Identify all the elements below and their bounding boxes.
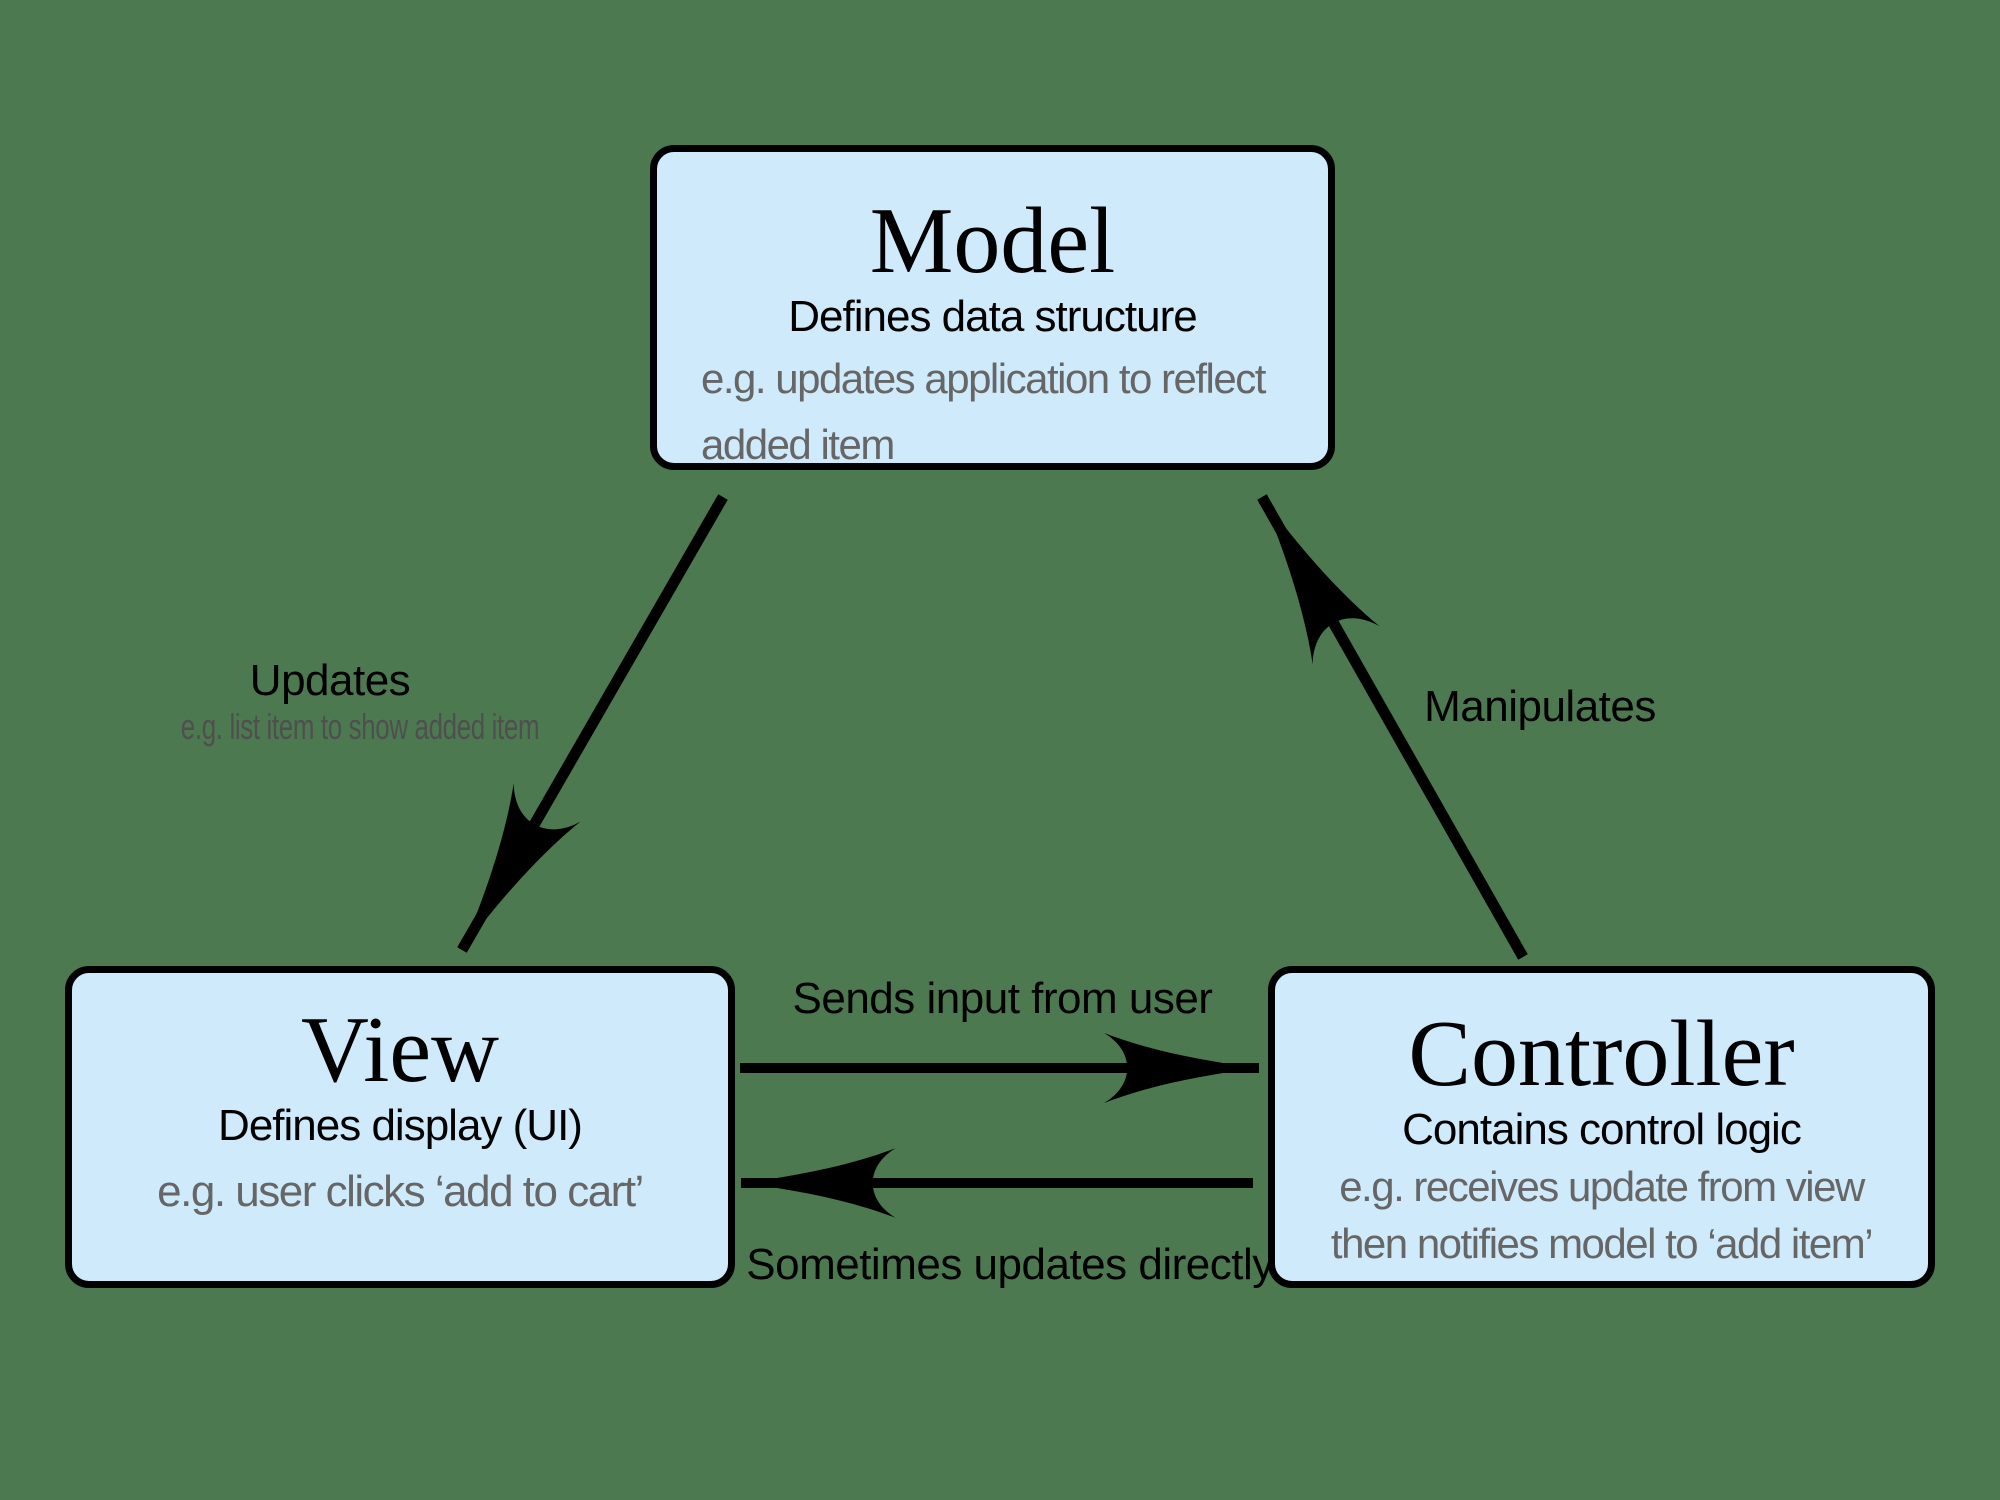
controller-example-line: e.g. receives update from view	[1339, 1163, 1865, 1211]
view-node: View Defines display (UI) e.g. user clic…	[65, 966, 735, 1288]
model-subtitle: Defines data structure	[788, 291, 1197, 341]
view-example-line: e.g. user clicks ‘add to cart’	[157, 1167, 644, 1217]
controller-example-line: then notifies model to ‘add item’	[1330, 1220, 1874, 1268]
view-example: e.g. user clicks ‘add to cart’	[72, 1159, 728, 1225]
manipulates-arrow	[1257, 494, 1528, 960]
updates-arrow-sublabel: e.g. list item to show added item	[180, 706, 540, 747]
updates-directly-arrow-label: Sometimes updates directly	[746, 1240, 1274, 1289]
view-subtitle: Defines display (UI)	[218, 1100, 583, 1150]
model-example-line: added item	[701, 420, 895, 468]
controller-subtitle: Contains control logic	[1402, 1104, 1802, 1154]
sends-input-arrow-label: Sends input from user	[792, 974, 1213, 1023]
view-title: View	[301, 998, 499, 1102]
manipulates-arrow-label: Manipulates	[1424, 682, 1656, 731]
model-node: Model Defines data structure e.g. update…	[650, 145, 1335, 470]
updates-arrow-label: Updates	[249, 656, 411, 705]
controller-example: e.g. receives update from view then noti…	[1275, 1159, 1928, 1272]
model-title: Model	[869, 189, 1116, 293]
controller-node: Controller Contains control logic e.g. r…	[1268, 966, 1935, 1288]
updates-arrow	[457, 494, 728, 953]
model-example: e.g. updates application to reflect adde…	[657, 346, 1328, 476]
controller-title: Controller	[1408, 1002, 1795, 1106]
model-example-line: e.g. updates application to reflect	[701, 355, 1266, 403]
